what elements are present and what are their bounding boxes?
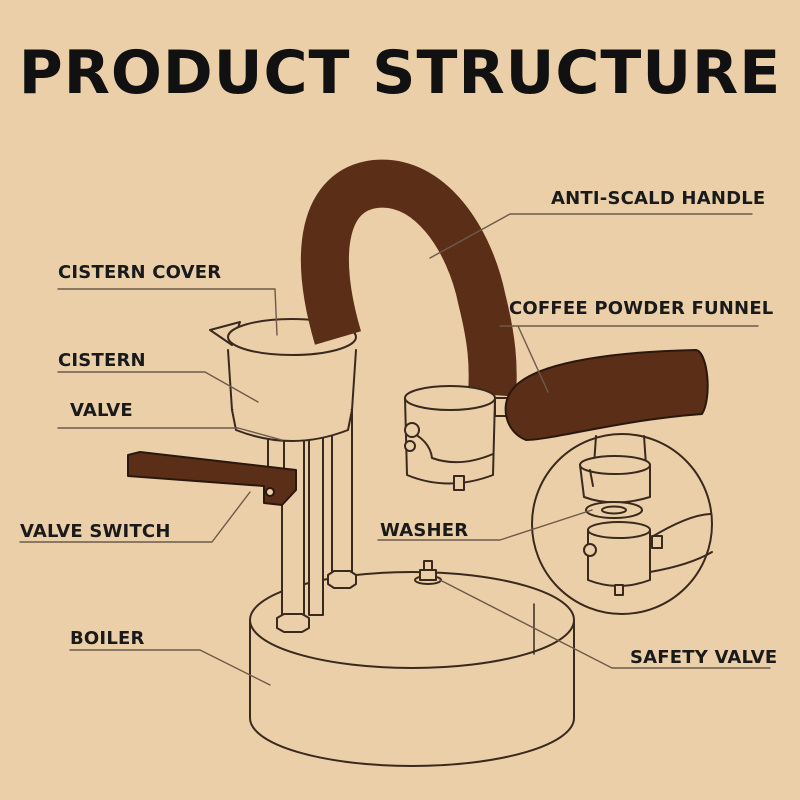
safety-valve-part [414, 560, 442, 585]
valve-switch-part [127, 451, 297, 506]
boiler-part [249, 571, 575, 767]
label-cistern-cover: CISTERN COVER [58, 262, 222, 283]
label-anti-scald-handle: ANTI-SCALD HANDLE [551, 188, 766, 209]
label-cistern: CISTERN [58, 350, 146, 371]
washer-detail-inset [531, 433, 713, 615]
label-valve-switch: VALVE SWITCH [20, 521, 171, 542]
cistern-part [209, 318, 357, 442]
page-title: PRODUCT STRUCTURE [18, 38, 782, 108]
leader-lines [19, 213, 771, 686]
label-boiler: BOILER [70, 628, 145, 649]
label-valve: VALVE [70, 400, 133, 421]
anti-scald-handle-part [300, 159, 517, 397]
label-safety-valve: SAFETY VALVE [630, 647, 778, 668]
coffee-powder-funnel-part [404, 349, 709, 491]
label-coffee-powder-funnel: COFFEE POWDER FUNNEL [509, 298, 774, 319]
label-washer: WASHER [380, 520, 469, 541]
